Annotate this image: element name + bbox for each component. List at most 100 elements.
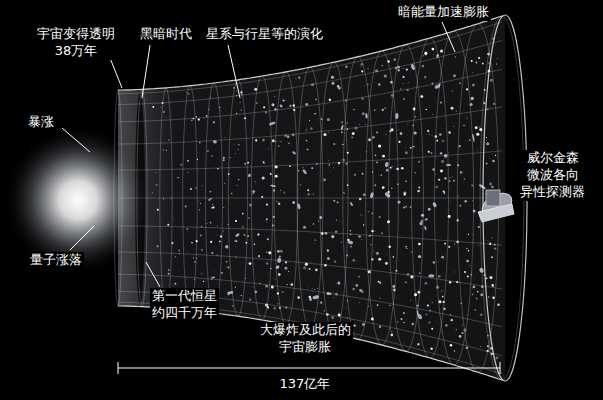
star-dot bbox=[152, 106, 154, 108]
star-dot bbox=[438, 261, 440, 263]
star-dot bbox=[223, 207, 224, 208]
star-dot bbox=[459, 205, 461, 207]
star-dot bbox=[487, 240, 489, 242]
star-dot bbox=[267, 272, 269, 274]
star-dot bbox=[329, 164, 330, 165]
star-dot bbox=[488, 296, 490, 298]
star-dot bbox=[260, 283, 261, 284]
star-dot bbox=[390, 328, 391, 329]
star-dot bbox=[457, 164, 459, 166]
star-dot bbox=[208, 199, 210, 201]
star-dot bbox=[406, 248, 407, 249]
star-dot bbox=[255, 291, 258, 294]
star-dot bbox=[345, 100, 347, 102]
star-dot bbox=[384, 107, 385, 108]
star-dot bbox=[244, 163, 246, 165]
star-dot bbox=[376, 252, 379, 255]
star-dot bbox=[468, 234, 469, 235]
star-dot bbox=[385, 262, 388, 265]
star-dot bbox=[391, 331, 392, 332]
star-dot bbox=[274, 95, 276, 97]
star-dot bbox=[347, 317, 348, 318]
star-dot bbox=[497, 303, 499, 305]
star-dot bbox=[450, 319, 452, 321]
star-dot bbox=[471, 184, 473, 186]
star-dot bbox=[327, 118, 330, 121]
star-dot bbox=[266, 203, 268, 205]
star-dot bbox=[486, 163, 488, 165]
star-dot bbox=[157, 245, 159, 247]
star-dot bbox=[397, 184, 398, 185]
star-dot bbox=[390, 81, 392, 83]
star-dot bbox=[287, 135, 290, 138]
star-dot bbox=[468, 250, 470, 252]
star-dot bbox=[405, 180, 406, 181]
star-dot bbox=[396, 168, 399, 171]
star-dot bbox=[412, 125, 414, 127]
star-dot bbox=[344, 134, 346, 136]
star-dot bbox=[436, 140, 438, 142]
star-dot bbox=[285, 306, 287, 308]
star-dot bbox=[411, 251, 412, 252]
star-dot bbox=[382, 186, 385, 189]
star-dot bbox=[448, 215, 451, 218]
annotation-label: 第一代恒星 约四千万年 bbox=[150, 288, 219, 322]
galaxy-blob bbox=[370, 192, 375, 199]
star-dot bbox=[272, 225, 274, 227]
star-dot bbox=[236, 256, 237, 257]
star-dot bbox=[391, 187, 392, 188]
star-dot bbox=[420, 95, 423, 98]
star-dot bbox=[477, 291, 479, 293]
star-dot bbox=[263, 162, 265, 164]
star-dot bbox=[187, 160, 189, 162]
star-dot bbox=[273, 307, 275, 309]
star-dot bbox=[225, 266, 227, 268]
star-dot bbox=[311, 287, 313, 289]
star-dot bbox=[425, 313, 427, 315]
star-dot bbox=[403, 322, 405, 324]
star-dot bbox=[489, 183, 492, 186]
star-dot bbox=[361, 97, 363, 99]
star-dot bbox=[476, 62, 478, 64]
star-dot bbox=[244, 117, 246, 119]
star-dot bbox=[310, 127, 312, 129]
star-dot bbox=[476, 150, 478, 152]
star-dot bbox=[222, 230, 224, 232]
star-dot bbox=[263, 106, 265, 108]
star-dot bbox=[211, 252, 213, 254]
annotation-label: 黑暗时代 bbox=[138, 26, 194, 43]
star-dot bbox=[487, 53, 490, 56]
star-dot bbox=[196, 116, 197, 117]
star-dot bbox=[284, 134, 287, 137]
star-dot bbox=[390, 334, 393, 337]
star-dot bbox=[466, 347, 468, 349]
star-dot bbox=[238, 144, 239, 145]
galaxy-blob bbox=[229, 291, 233, 294]
star-dot bbox=[450, 314, 451, 315]
star-dot bbox=[234, 144, 236, 146]
star-dot bbox=[277, 250, 280, 253]
star-dot bbox=[235, 287, 236, 288]
star-dot bbox=[311, 83, 314, 86]
star-dot bbox=[432, 168, 435, 171]
star-dot bbox=[490, 79, 493, 82]
star-dot bbox=[428, 321, 430, 323]
star-dot bbox=[464, 178, 465, 179]
star-dot bbox=[321, 232, 324, 235]
star-dot bbox=[454, 271, 456, 273]
star-dot bbox=[314, 113, 316, 115]
star-dot bbox=[243, 234, 245, 236]
star-dot bbox=[413, 146, 414, 147]
star-dot bbox=[288, 143, 289, 144]
star-dot bbox=[353, 109, 354, 110]
star-dot bbox=[454, 243, 455, 244]
star-dot bbox=[165, 116, 167, 118]
star-dot bbox=[278, 203, 281, 206]
star-dot bbox=[279, 255, 281, 257]
star-dot bbox=[414, 146, 416, 148]
star-dot bbox=[337, 202, 339, 204]
star-dot bbox=[221, 235, 223, 237]
star-dot bbox=[186, 251, 188, 253]
star-dot bbox=[492, 38, 494, 40]
star-dot bbox=[234, 240, 236, 242]
